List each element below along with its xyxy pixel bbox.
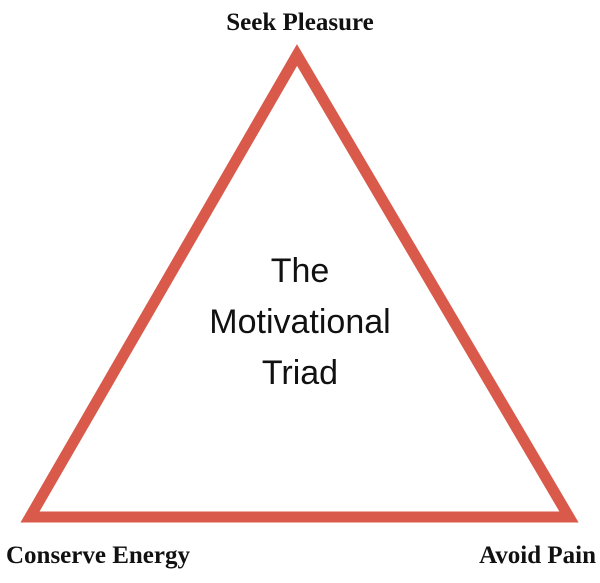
center-title-line-2: Motivational (209, 303, 391, 341)
vertex-label-avoid-pain: Avoid Pain (479, 542, 596, 569)
center-title-line-1: The (270, 252, 330, 290)
vertex-label-conserve-energy: Conserve Energy (6, 542, 190, 569)
center-title-line-3: Triad (261, 354, 339, 392)
triangle-outline (20, 44, 579, 523)
center-title: The Motivational Triad (150, 246, 450, 399)
vertex-label-seek-pleasure: Seek Pleasure (226, 9, 374, 36)
